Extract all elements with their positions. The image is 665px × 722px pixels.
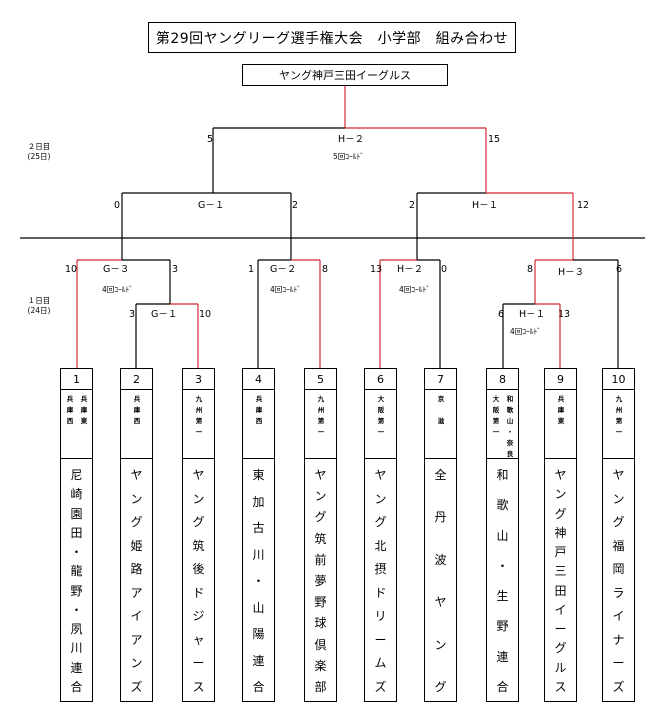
match-label-h1-semi: H－１ — [472, 200, 499, 211]
team-area-column: 九 州 第 一 — [317, 395, 325, 436]
team-name: 和歌山・生野連合 — [496, 468, 509, 694]
team-area-column: 九 州 第 一 — [615, 395, 623, 436]
score-g2-right: 8 — [322, 264, 329, 275]
score-final-left: 5 — [207, 134, 214, 145]
score-g1-r1-left: 3 — [129, 309, 136, 320]
team-name: 東加古川・山陽連合 — [252, 468, 265, 694]
team-area: 九 州 第 一 — [305, 390, 336, 459]
team-area: 兵 庫 東 — [545, 390, 576, 459]
score-g3-right: 3 — [172, 264, 179, 275]
team-area-column: 兵 庫 東 — [80, 395, 88, 425]
team-area-column: 京 滋 — [437, 395, 445, 425]
team-box-7: 7 京 滋全丹波ヤング — [424, 368, 457, 702]
note-g3: 4回ｺｰﾙﾄﾞ — [102, 285, 134, 294]
team-area-column: 兵 庫 西 — [66, 395, 74, 425]
team-area: 九 州 第 一 — [603, 390, 634, 459]
team-number: 2 — [121, 369, 152, 390]
score-h1-semi-left: 2 — [409, 200, 416, 211]
team-name: ヤング神戸三田イーグルス — [554, 468, 567, 694]
team-number: 8 — [487, 369, 518, 390]
team-area-column: 和 歌 山 ・ 奈 良 — [506, 395, 514, 458]
team-area: 兵 庫 西 — [121, 390, 152, 459]
note-g2: 4回ｺｰﾙﾄﾞ — [270, 285, 302, 294]
team-area-column: 兵 庫 西 — [133, 395, 141, 425]
team-name: ヤング筑前夢野球倶楽部 — [314, 468, 327, 694]
note-h1-r1: 4回ｺｰﾙﾄﾞ — [510, 327, 542, 336]
team-name: ヤング筑後ドジャース — [192, 468, 205, 694]
score-final-right: 15 — [488, 134, 501, 145]
team-number: 3 — [183, 369, 214, 390]
team-box-2: 2 兵 庫 西ヤング姫路アイアンズ — [120, 368, 153, 702]
team-name: ヤング福岡ライナーズ — [612, 468, 625, 694]
note-h2-r1: 4回ｺｰﾙﾄﾞ — [399, 285, 431, 294]
match-label-h2-r1: H－２ — [397, 264, 424, 275]
team-area-column: 兵 庫 東 — [557, 395, 565, 425]
match-label-g1-r1: G－１ — [151, 309, 178, 320]
team-box-6: 6 大 阪 第 一ヤング北摂ドリームズ — [364, 368, 397, 702]
match-label-g2: G－２ — [270, 264, 297, 275]
team-box-9: 9 兵 庫 東ヤング神戸三田イーグルス — [544, 368, 577, 702]
score-h2-r1-left: 13 — [370, 264, 383, 275]
team-number: 9 — [545, 369, 576, 390]
tournament-title: 第29回ヤングリーグ選手権大会 小学部 組み合わせ — [148, 22, 516, 53]
team-number: 10 — [603, 369, 634, 390]
team-number: 5 — [305, 369, 336, 390]
day2-label: ２日目 (25日) — [22, 142, 56, 162]
note-final: 5回ｺｰﾙﾄﾞ — [333, 152, 365, 161]
match-label-final: H－２ — [338, 134, 365, 145]
team-number: 7 — [425, 369, 456, 390]
team-name: 全丹波ヤング — [434, 468, 447, 694]
team-box-5: 5 九 州 第 一ヤング筑前夢野球倶楽部 — [304, 368, 337, 702]
team-number: 1 — [61, 369, 92, 390]
team-area-column: 大 阪 第 一 — [492, 395, 500, 436]
team-box-10: 10 九 州 第 一ヤング福岡ライナーズ — [602, 368, 635, 702]
team-area-column: 九 州 第 一 — [195, 395, 203, 436]
score-g3-left: 10 — [65, 264, 78, 275]
day1-label: １日目 (24日) — [22, 296, 56, 316]
score-h1-semi-right: 12 — [577, 200, 590, 211]
score-h3-left: 8 — [527, 264, 534, 275]
team-number: 6 — [365, 369, 396, 390]
score-g2-left: 1 — [248, 264, 255, 275]
team-area: 兵 庫 西 — [243, 390, 274, 459]
team-number: 4 — [243, 369, 274, 390]
champion-box: ヤング神戸三田イーグルス — [242, 64, 448, 86]
score-g1-r1-right: 10 — [199, 309, 212, 320]
team-name: ヤング姫路アイアンズ — [130, 468, 143, 694]
score-h3-right: 6 — [616, 264, 623, 275]
team-area-column: 兵 庫 西 — [255, 395, 263, 425]
match-label-g1-semi: G－１ — [198, 200, 225, 211]
team-name: ヤング北摂ドリームズ — [374, 468, 387, 694]
score-h1-r1-right: 13 — [558, 309, 571, 320]
score-h2-r1-right: 0 — [441, 264, 448, 275]
score-h1-r1-left: 6 — [498, 309, 505, 320]
match-label-h3: H－３ — [558, 267, 585, 278]
team-area: 九 州 第 一 — [183, 390, 214, 459]
team-box-4: 4 兵 庫 西東加古川・山陽連合 — [242, 368, 275, 702]
team-area: 兵 庫 西兵 庫 東 — [61, 390, 92, 459]
score-g1-semi-right: 2 — [292, 200, 299, 211]
day2-date: (25日) — [27, 152, 51, 162]
team-area: 京 滋 — [425, 390, 456, 459]
match-label-h1-r1: H－１ — [519, 309, 546, 320]
day2-text: ２日目 — [27, 142, 51, 151]
day1-date: (24日) — [27, 306, 51, 316]
score-g1-semi-left: 0 — [114, 200, 121, 211]
match-label-g3: G－３ — [103, 264, 130, 275]
team-area-column: 大 阪 第 一 — [377, 395, 385, 436]
team-area: 大 阪 第 一 — [365, 390, 396, 459]
team-box-3: 3 九 州 第 一ヤング筑後ドジャース — [182, 368, 215, 702]
team-area: 大 阪 第 一和 歌 山 ・ 奈 良 — [487, 390, 518, 459]
day1-text: １日目 — [27, 296, 51, 305]
team-name: 尼崎園田・龍野・夙川連合 — [70, 468, 83, 694]
